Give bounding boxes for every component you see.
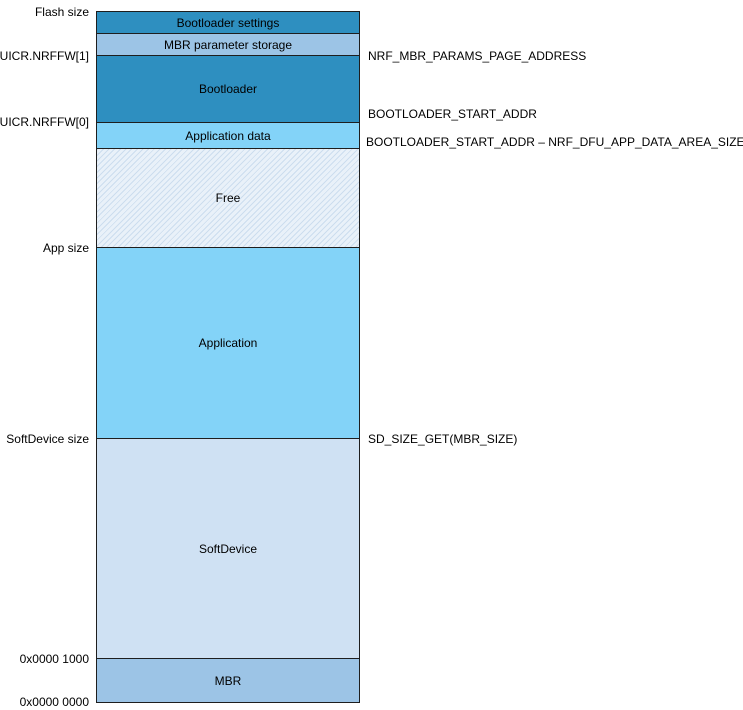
- bootloader-start-addr-label: BOOTLOADER_START_ADDR: [368, 107, 537, 121]
- application-region: Application: [96, 247, 360, 439]
- flash-memory-map: Bootloader settings MBR parameter storag…: [96, 11, 360, 703]
- address-0x0000-label: 0x0000 0000: [19, 695, 89, 709]
- mbr-parameter-storage-label: MBR parameter storage: [163, 37, 293, 52]
- app-data-start-label: BOOTLOADER_START_ADDR – NRF_DFU_APP_DATA…: [366, 135, 743, 149]
- free-label: Free: [215, 191, 241, 205]
- mbr-label: MBR: [214, 673, 242, 688]
- application-label: Application: [198, 336, 258, 350]
- mbr-region: MBR: [96, 658, 360, 703]
- softdevice-label: SoftDevice: [198, 541, 258, 556]
- app-size-label: App size: [42, 241, 89, 255]
- bootloader-settings-region: Bootloader settings: [96, 11, 360, 34]
- address-0x1000-label: 0x0000 1000: [19, 652, 89, 666]
- bootloader-label: Bootloader: [198, 82, 258, 96]
- sd-size-get-label: SD_SIZE_GET(MBR_SIZE): [368, 432, 518, 446]
- application-data-region: Application data: [96, 122, 360, 149]
- mbr-params-page-address-label: NRF_MBR_PARAMS_PAGE_ADDRESS: [368, 49, 587, 63]
- uicr-nrffw0-label: UICR.NRFFW[0]: [0, 115, 89, 129]
- application-data-label: Application data: [185, 128, 271, 143]
- softdevice-size-label: SoftDevice size: [6, 432, 89, 446]
- softdevice-region: SoftDevice: [96, 438, 360, 659]
- bootloader-settings-label: Bootloader settings: [176, 15, 280, 30]
- uicr-nrffw1-label: UICR.NRFFW[1]: [0, 49, 89, 63]
- free-region: Free: [96, 148, 360, 248]
- mbr-parameter-storage-region: MBR parameter storage: [96, 33, 360, 56]
- flash-size-label: Flash size: [34, 5, 89, 19]
- bootloader-region: Bootloader: [96, 55, 360, 123]
